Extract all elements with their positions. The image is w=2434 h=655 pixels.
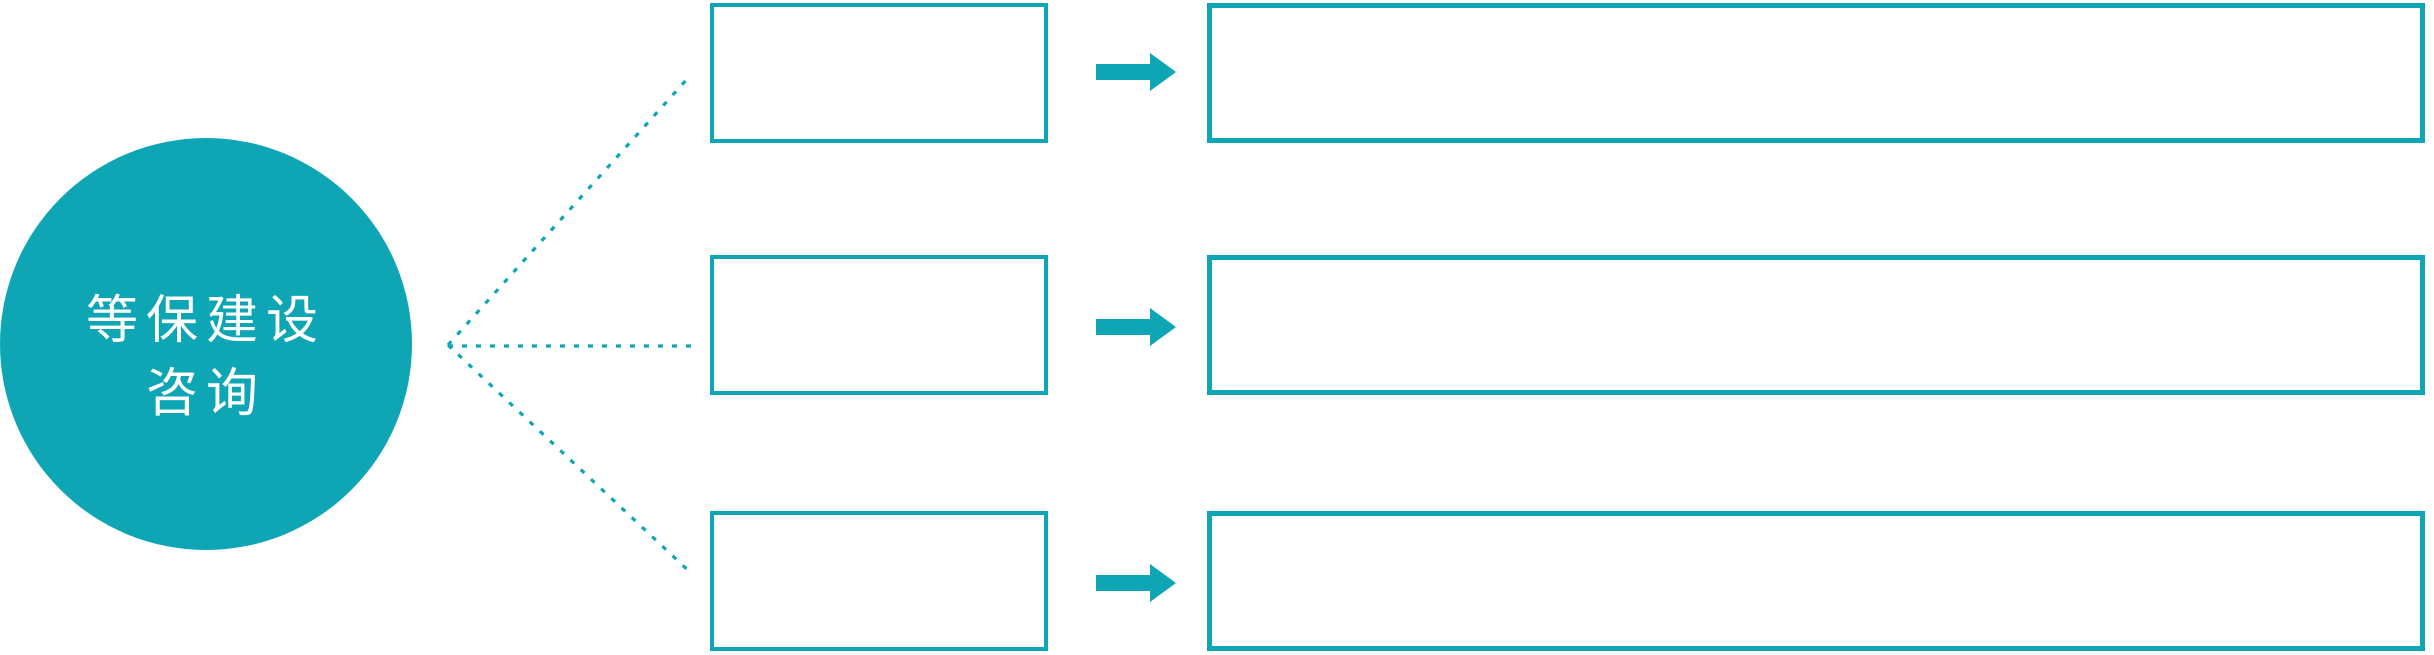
detail-box-2: [1207, 255, 2425, 395]
detail-box-3: [1207, 511, 2425, 651]
hub-label-line1: 等保建设: [85, 292, 326, 350]
category-box-2: [710, 255, 1048, 395]
detail-box-1: [1207, 3, 2425, 143]
category-box-3: [710, 511, 1048, 651]
right-arrow-icon: [1096, 53, 1176, 91]
hub-circle: 等保建设 咨询: [0, 138, 412, 550]
right-arrow-icon: [1096, 308, 1176, 346]
category-box-1: [710, 3, 1048, 143]
hub-label-line2: 咨询: [145, 365, 266, 423]
dotted-connector-top-icon: [446, 76, 690, 347]
dotted-connector-bottom-icon: [446, 343, 694, 576]
right-arrow-icon: [1096, 564, 1176, 602]
